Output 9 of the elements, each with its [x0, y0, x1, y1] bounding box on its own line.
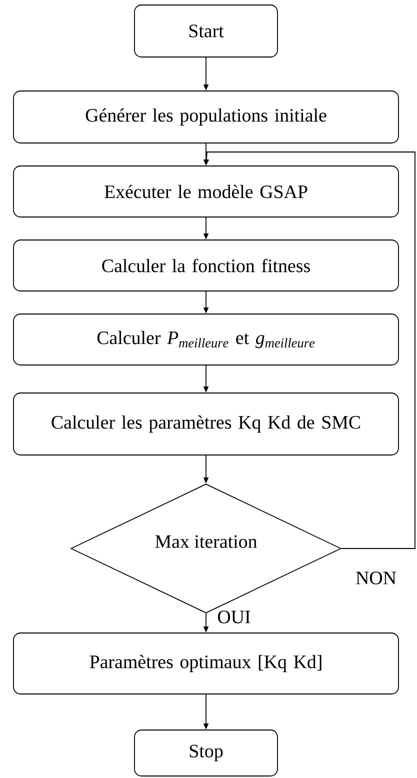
terminal-box: Stop: [134, 730, 278, 776]
process-box: Calculer la fonction fitness: [13, 240, 399, 292]
process-box: $\text{Calculer }P_{meilleure}\text{ et }g_{meilleure}$: [13, 314, 399, 366]
process-box: Paramètres optimaux [Kq Kd]: [13, 632, 399, 694]
edge-label: NON: [354, 570, 398, 586]
process-box: Générer les populations initiale: [13, 90, 399, 144]
process-box: Exécuter le modèle GSAP: [13, 166, 399, 218]
process-box: Calculer les paramètres Kq Kd de SMC: [13, 392, 399, 456]
terminal-box: Start: [134, 4, 278, 58]
